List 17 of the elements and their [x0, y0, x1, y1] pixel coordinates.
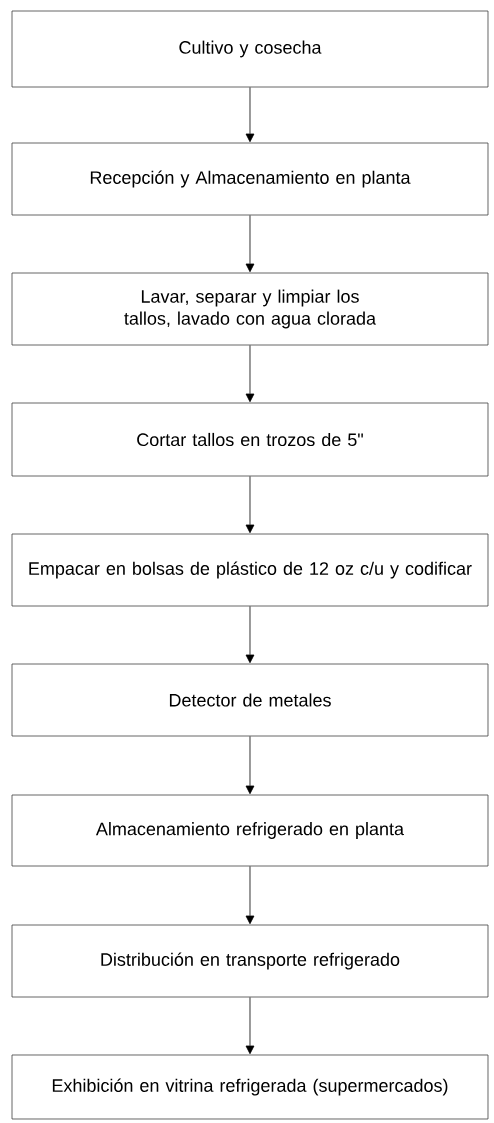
process-box: Empacar en bolsas de plástico de 12 oz c/u y codificar [11, 533, 489, 607]
arrow [245, 606, 255, 664]
arrow [245, 87, 255, 143]
process-box: Lavar, separar y limpiar los tallos, lavado con agua clorada [11, 272, 489, 346]
arrow [245, 997, 255, 1055]
process-box: Almacenamiento refrigerado en planta [11, 794, 489, 867]
arrow [245, 736, 255, 795]
process-box: Cultivo y cosecha [11, 10, 489, 88]
process-box: Distribución en transporte refrigerado [11, 924, 489, 998]
arrow [245, 215, 255, 273]
arrow [245, 476, 255, 534]
process-box: Recepción y Almacenamiento en planta [11, 142, 489, 216]
process-box: Cortar tallos en trozos de 5" [11, 402, 489, 477]
arrow [245, 866, 255, 925]
process-box: Detector de metales [11, 663, 489, 737]
arrow [245, 345, 255, 403]
process-box: Exhibición en vitrina refrigerada (supermercados) [11, 1054, 489, 1120]
